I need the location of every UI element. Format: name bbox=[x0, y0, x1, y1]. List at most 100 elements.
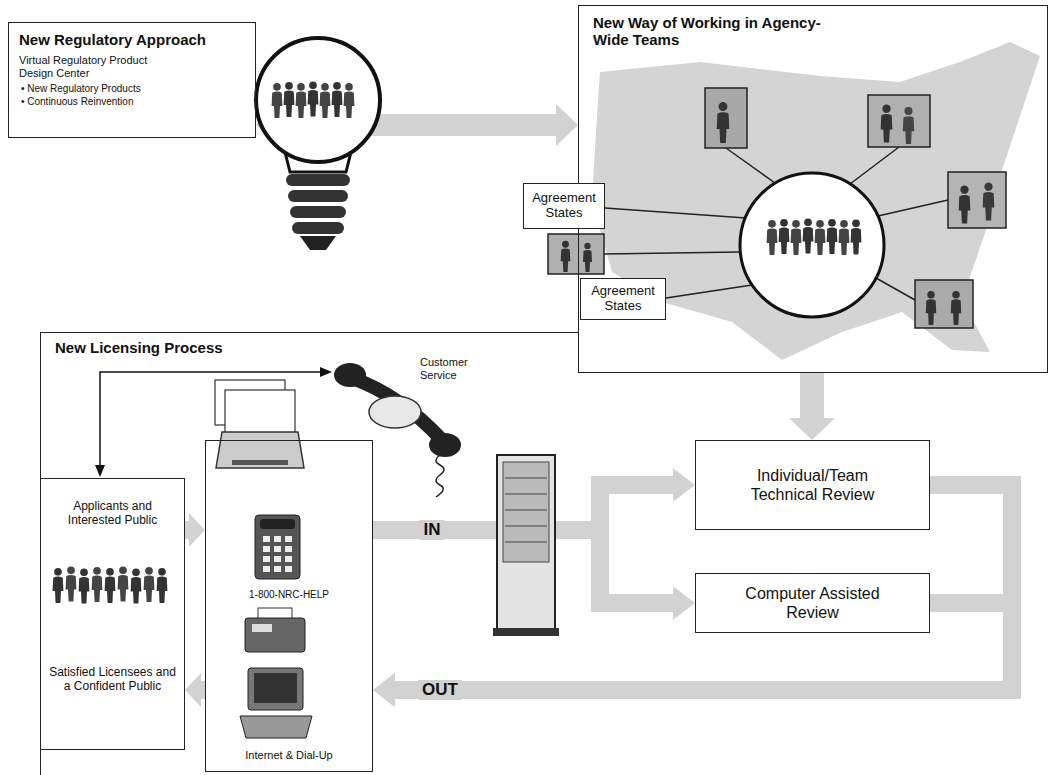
callout-label: Customer Service bbox=[420, 356, 482, 382]
flow-arrow bbox=[185, 673, 205, 707]
light-bulb bbox=[256, 38, 380, 162]
hand bbox=[369, 396, 421, 428]
arrowhead bbox=[789, 418, 835, 440]
photo-person bbox=[903, 107, 914, 144]
bulb-person bbox=[296, 83, 307, 118]
team-person bbox=[815, 220, 826, 255]
computer-screen bbox=[254, 673, 297, 703]
team-person bbox=[779, 219, 790, 254]
crowd-person bbox=[144, 567, 155, 602]
computer-monitor bbox=[248, 668, 303, 710]
team-person bbox=[827, 219, 838, 254]
team-person bbox=[803, 218, 814, 253]
photo-person bbox=[717, 102, 730, 143]
key bbox=[263, 546, 270, 552]
team-photo bbox=[705, 88, 747, 148]
link-line bbox=[726, 148, 775, 183]
phone-cord bbox=[436, 455, 444, 497]
bulb-person bbox=[344, 83, 355, 118]
applicants-box: Applicants and Interested PublicSatisfie… bbox=[40, 478, 185, 750]
photo-person bbox=[583, 243, 592, 272]
team-photo bbox=[868, 95, 930, 147]
handset-mouthpiece bbox=[429, 433, 461, 457]
telephone-handset bbox=[260, 519, 295, 529]
agreement-states-box: Agreement States bbox=[580, 278, 666, 320]
photo-person bbox=[561, 241, 571, 272]
bulb-person bbox=[332, 82, 343, 117]
team-photo bbox=[915, 280, 973, 328]
box-label: Applicants and Interested Public bbox=[49, 499, 176, 528]
key bbox=[285, 556, 292, 562]
crowd-person bbox=[131, 568, 142, 603]
key bbox=[274, 556, 281, 562]
panel-heading: New Way of Working in Agency-Wide Teams bbox=[593, 14, 823, 49]
box-label: Agreement States bbox=[584, 284, 662, 314]
server-tower bbox=[497, 455, 555, 630]
crowd-person bbox=[66, 566, 77, 601]
key bbox=[285, 546, 292, 552]
printer-icon bbox=[216, 432, 304, 468]
telephone-icon bbox=[255, 515, 300, 579]
subheading: Virtual Regulatory Product Design Center bbox=[19, 54, 169, 80]
bulb-thread bbox=[290, 206, 346, 218]
arrowhead bbox=[185, 673, 201, 707]
crowd-person bbox=[79, 568, 90, 603]
server-slot bbox=[505, 526, 547, 527]
bulb-person bbox=[320, 83, 331, 118]
key bbox=[274, 546, 281, 552]
photo-person bbox=[881, 105, 893, 143]
team-map-panel: New Way of Working in Agency-Wide TeamsA… bbox=[578, 5, 1048, 373]
agreement-states-box: Agreement States bbox=[523, 183, 605, 229]
photo-person bbox=[959, 186, 971, 224]
key bbox=[285, 566, 292, 572]
key bbox=[285, 536, 292, 542]
key bbox=[263, 566, 270, 572]
technical-review-box: Individual/Team Technical Review bbox=[695, 440, 930, 530]
server-slot bbox=[505, 494, 547, 495]
photo-person bbox=[926, 291, 937, 325]
channels-box: 1-800-NRC-HELPInternet & Dial-Up bbox=[205, 440, 373, 772]
flow-label: IN bbox=[420, 520, 445, 540]
bullet-item: • Continuous Reinvention bbox=[21, 96, 245, 109]
key bbox=[263, 536, 270, 542]
printer-slot bbox=[232, 460, 288, 465]
arrowhead bbox=[189, 513, 205, 547]
bullet-item: • New Regulatory Products bbox=[21, 83, 245, 96]
link-line bbox=[666, 285, 752, 298]
licensing-region: New Licensing ProcessApplicants and Inte… bbox=[40, 332, 578, 775]
box-label: Satisfied Licensees and a Confident Publ… bbox=[49, 665, 176, 694]
server-slot bbox=[505, 478, 547, 479]
crowd-person bbox=[105, 568, 116, 603]
region-heading: New Licensing Process bbox=[55, 339, 564, 356]
key bbox=[263, 556, 270, 562]
link-line bbox=[876, 278, 915, 300]
flow-arrow bbox=[185, 513, 205, 547]
service-arrowhead bbox=[95, 465, 105, 477]
bulb-thread bbox=[286, 174, 350, 186]
bulb-cap bbox=[300, 236, 336, 250]
service-arrowhead bbox=[320, 367, 332, 377]
link-line bbox=[604, 252, 740, 254]
photo-person bbox=[983, 183, 995, 221]
box-label: Computer Assisted Review bbox=[732, 584, 893, 622]
flow-arrow bbox=[789, 373, 835, 440]
bulb-person bbox=[284, 82, 295, 117]
arrowhead bbox=[373, 673, 395, 707]
team-person bbox=[791, 220, 802, 255]
link-line bbox=[850, 147, 899, 184]
crowd-person bbox=[157, 568, 168, 603]
bulb-person bbox=[308, 81, 319, 116]
box-label: Agreement States bbox=[527, 191, 601, 221]
handset bbox=[352, 378, 442, 440]
team-photo bbox=[548, 234, 604, 274]
team-photo bbox=[948, 172, 1006, 228]
team-circle bbox=[740, 173, 884, 317]
box-label: Individual/Team Technical Review bbox=[724, 466, 901, 504]
arrowhead bbox=[673, 586, 695, 620]
team-person bbox=[851, 219, 862, 254]
arrowhead bbox=[556, 104, 578, 146]
bulb-thread bbox=[288, 190, 348, 202]
